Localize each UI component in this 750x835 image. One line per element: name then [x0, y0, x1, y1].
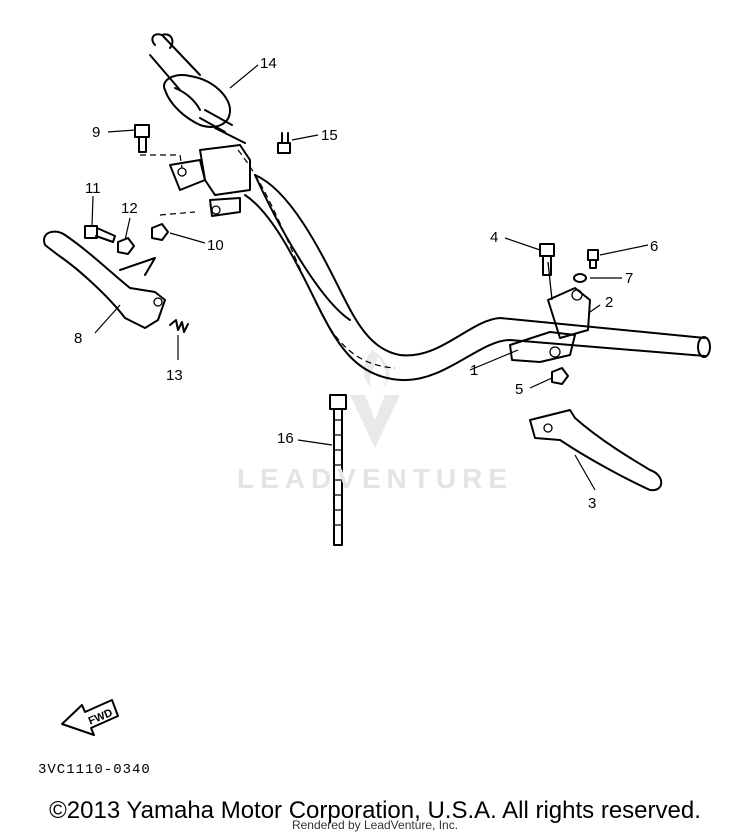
callout-11: 11	[85, 180, 101, 197]
watermark-text: LEADVENTURE	[236, 463, 513, 494]
copyright-text: ©2013 Yamaha Motor Corporation, U.S.A. A…	[49, 797, 701, 824]
leader-lines	[91, 64, 649, 491]
callout-1: 1	[470, 362, 478, 379]
diagram-code: 3VC1110-0340	[38, 762, 151, 778]
callout-7: 7	[625, 270, 633, 287]
callout-10: 10	[207, 237, 224, 254]
callout-5: 5	[515, 381, 523, 398]
callout-8: 8	[74, 330, 82, 347]
bolt-9	[134, 124, 150, 153]
callout-2: 2	[605, 294, 613, 311]
throttle-housing	[163, 74, 246, 144]
screw-6	[587, 249, 599, 269]
left-lever	[43, 230, 166, 329]
callout-4: 4	[490, 229, 498, 246]
callout-14: 14	[260, 55, 277, 72]
callout-6: 6	[650, 238, 658, 255]
washer-7	[573, 273, 587, 283]
handlebar	[149, 33, 711, 382]
bolt-4	[539, 243, 555, 276]
rendered-by-text: Rendered by LeadVenture, Inc.	[291, 818, 459, 832]
callout-15: 15	[321, 127, 338, 144]
left-lever-holder	[140, 144, 251, 217]
callout-13: 13	[166, 367, 183, 384]
cable-tie-16	[329, 394, 347, 546]
callout-16: 16	[277, 430, 294, 447]
callout-12: 12	[121, 200, 138, 217]
callout-3: 3	[588, 495, 596, 512]
callout-labels: 1 2 3 4 5 6 7 8 9 10 11 12 13 14 15 16	[74, 55, 658, 512]
callout-9: 9	[92, 124, 100, 141]
right-lever-holder	[509, 261, 591, 363]
nut-12	[117, 237, 135, 255]
nut-5	[551, 367, 569, 385]
fwd-arrow-icon: FWD	[61, 699, 119, 736]
bolt-11	[84, 225, 116, 243]
watermark-logo	[350, 350, 400, 448]
right-lever	[529, 409, 663, 492]
nut-10	[151, 223, 169, 241]
screw-15	[277, 132, 291, 154]
spring-13	[169, 319, 189, 333]
